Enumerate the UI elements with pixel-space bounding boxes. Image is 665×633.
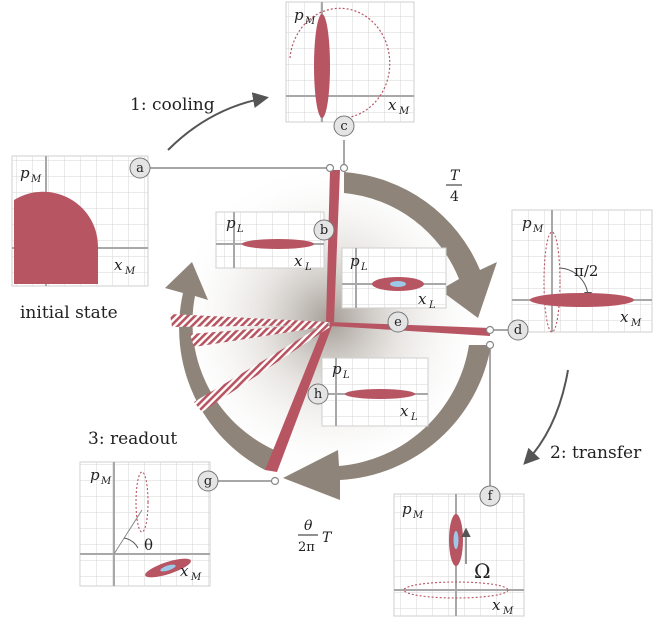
panel-cooled: p M x M xyxy=(285,1,415,123)
marker-a: a xyxy=(129,157,151,179)
axis-p-label: p xyxy=(20,164,30,182)
cooling-label: 1: cooling xyxy=(130,95,215,115)
svg-text:x: x xyxy=(418,290,427,308)
svg-text:L: L xyxy=(236,224,244,235)
squeezed-vertical-state xyxy=(314,14,330,118)
t-quarter-label: T 4 xyxy=(446,168,462,205)
svg-text:M: M xyxy=(304,16,316,27)
svg-text:x: x xyxy=(620,308,629,326)
svg-text:T: T xyxy=(450,168,461,184)
panel-initial: p M x M xyxy=(11,155,149,287)
svg-text:e: e xyxy=(394,315,402,330)
cycle-arrow-theta xyxy=(283,345,491,500)
theta-time-label: θ 2π T xyxy=(298,518,333,555)
svg-text:g: g xyxy=(204,474,212,489)
panel-g: θ p M x M xyxy=(79,461,211,587)
marker-f: f xyxy=(479,485,501,507)
panel-d: p M x M π/2 xyxy=(511,209,653,333)
svg-text:p: p xyxy=(522,214,532,232)
svg-text:f: f xyxy=(488,489,494,504)
svg-text:x: x xyxy=(492,596,501,614)
svg-text:x: x xyxy=(180,562,189,580)
omega-label: Ω xyxy=(474,559,491,583)
svg-text:T: T xyxy=(322,530,333,546)
angle-pi-over-2: π/2 xyxy=(574,262,598,280)
marker-b: b xyxy=(313,219,335,241)
transfer-arrow xyxy=(523,369,569,465)
svg-text:p: p xyxy=(294,6,304,24)
ray-b xyxy=(326,170,340,322)
ray-hatch-3 xyxy=(194,323,330,412)
transfer-label: 2: transfer xyxy=(550,443,642,463)
svg-text:M: M xyxy=(100,476,112,487)
svg-text:a: a xyxy=(136,161,144,176)
panel-e: p L x L xyxy=(341,247,447,311)
svg-text:L: L xyxy=(342,370,350,381)
svg-text:p: p xyxy=(350,252,360,270)
marker-g: g xyxy=(197,470,219,492)
svg-text:M: M xyxy=(630,318,642,329)
svg-text:M: M xyxy=(502,606,514,617)
svg-text:L: L xyxy=(360,262,368,273)
svg-text:c: c xyxy=(340,119,347,134)
ray-d xyxy=(330,322,490,336)
svg-text:L: L xyxy=(410,412,418,423)
svg-text:L: L xyxy=(428,300,436,311)
svg-text:p: p xyxy=(332,360,342,378)
initial-state-label: initial state xyxy=(20,303,118,323)
svg-text:p: p xyxy=(226,214,236,232)
svg-text:M: M xyxy=(124,266,136,277)
svg-text:x: x xyxy=(294,252,303,270)
cooling-arrow xyxy=(167,92,269,151)
cycle-arrows xyxy=(165,172,497,500)
ray-hatch-2 xyxy=(190,323,328,347)
panel-b: p L x L xyxy=(215,211,325,273)
svg-text:M: M xyxy=(412,510,424,521)
theta-angle: θ xyxy=(144,536,153,554)
svg-text:M: M xyxy=(398,106,410,117)
svg-text:b: b xyxy=(320,223,328,238)
svg-text:x: x xyxy=(388,96,397,114)
svg-text:p: p xyxy=(20,164,30,182)
svg-text:M: M xyxy=(30,174,42,185)
marker-c: c xyxy=(333,115,355,137)
phase-rays xyxy=(170,170,490,472)
svg-text:h: h xyxy=(314,387,323,402)
panel-f: Ω p M x M xyxy=(393,493,525,617)
svg-text:4: 4 xyxy=(450,189,459,205)
svg-text:M: M xyxy=(532,224,544,235)
svg-text:d: d xyxy=(514,323,522,338)
svg-text:p: p xyxy=(402,500,412,518)
ray-g xyxy=(265,324,332,472)
thermal-state-blob xyxy=(14,191,99,284)
marker-d: d xyxy=(507,319,529,341)
rotated-state xyxy=(530,293,634,307)
connector-lines xyxy=(148,140,510,490)
readout-label: 3: readout xyxy=(88,429,177,449)
cycle-arrow-quarter xyxy=(344,172,497,318)
svg-text:x: x xyxy=(114,256,123,274)
ray-hatch-1 xyxy=(170,314,328,327)
svg-text:x: x xyxy=(400,402,409,420)
marker-h: h xyxy=(307,383,329,405)
svg-text:θ: θ xyxy=(304,518,313,534)
svg-text:p: p xyxy=(90,466,100,484)
svg-text:M: M xyxy=(190,572,202,583)
svg-text:2π: 2π xyxy=(298,540,315,555)
cycle-arrow-readout xyxy=(165,262,279,470)
marker-e: e xyxy=(387,311,409,333)
junction-dots xyxy=(270,163,495,486)
svg-text:L: L xyxy=(304,262,312,273)
panel-h: p L x L xyxy=(321,357,429,427)
